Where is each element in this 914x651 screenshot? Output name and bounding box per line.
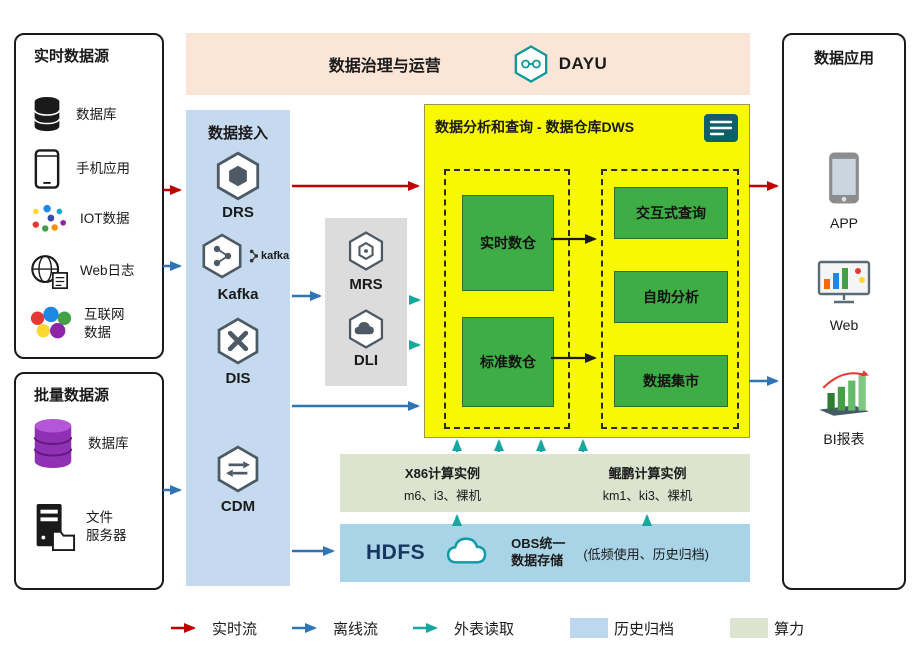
database-icon: [28, 94, 66, 136]
history-archive-swatch: [570, 618, 609, 638]
module-label: 实时数仓: [480, 235, 536, 251]
kunpeng-compute: 鲲鹏计算实例 km1、ki3、裸机: [545, 454, 750, 512]
dis-icon: [213, 316, 263, 371]
realtime-arrow-icon: [171, 623, 196, 633]
phone-icon: [28, 148, 66, 190]
source-label: 手机应用: [76, 161, 130, 177]
cdm-icon: [213, 444, 263, 499]
purple-database-icon: [28, 416, 78, 472]
source-label: 文件 服务器: [86, 510, 127, 543]
kafka-wordmark: kafka: [248, 248, 289, 264]
dayu-hexagon-icon: [514, 45, 548, 83]
obs-label: OBS统一 数据存储: [511, 536, 566, 568]
kafka-label: Kafka: [217, 286, 259, 303]
bi-label: BI报表: [823, 431, 865, 447]
kunpeng-detail: km1、ki3、裸机: [602, 488, 693, 503]
source-label: IOT数据: [80, 211, 130, 227]
module-standard-warehouse: 标准数仓: [462, 317, 554, 407]
module-label: 自助分析: [643, 289, 699, 305]
x86-title: X86计算实例: [404, 465, 481, 481]
legend-offline-label: 离线流: [333, 620, 379, 638]
realtime-sources-title: 实时数据源: [34, 48, 110, 65]
source-label: 数据库: [76, 107, 117, 123]
dayu-text: DAYU: [558, 54, 608, 73]
list-item: 手机应用: [28, 147, 158, 191]
legend-compute-label: 算力: [774, 620, 805, 638]
bi-chart-icon: [815, 367, 873, 424]
legend-archive-label: 历史归档: [614, 620, 675, 638]
governance-title: 数据治理与运营: [328, 58, 441, 75]
module-self-service-analysis: 自助分析: [614, 271, 728, 323]
module-realtime-warehouse: 实时数仓: [462, 195, 554, 291]
mrs-icon: [345, 230, 387, 277]
x86-detail: m6、i3、裸机: [403, 488, 482, 503]
ingestion-column: 数据接入 DRS kafka Kafka DIS CDM: [186, 110, 290, 586]
list-item: 数据库: [28, 414, 158, 474]
mrs-label: MRS: [349, 276, 383, 293]
app-label: APP: [829, 215, 858, 231]
legend: 实时流 离线流 外表读取 历史归档 算力: [170, 614, 804, 642]
cdm-label: CDM: [220, 498, 256, 515]
dli-icon: [345, 308, 387, 355]
governance-bar: 数据治理与运营 DAYU: [186, 33, 750, 95]
internet-data-icon: [28, 304, 74, 344]
applications-title: 数据应用: [813, 50, 874, 67]
legend-external-label: 外表读取: [454, 620, 515, 638]
module-interactive-query: 交互式查询: [614, 187, 728, 239]
storage-note: (低频使用、历史归档): [583, 546, 710, 562]
module-data-mart: 数据集市: [614, 355, 728, 407]
iot-icon: [28, 202, 70, 236]
warehouse-group: 实时数仓 标准数仓: [444, 169, 570, 429]
list-item: 文件 服务器: [28, 496, 158, 558]
dli-label: DLI: [353, 352, 379, 369]
source-label: 互联网 数据: [84, 307, 125, 340]
ingestion-title: 数据接入: [207, 125, 268, 142]
dws-panel: 数据分析和查询 - 数据仓库DWS 实时数仓 标准数仓 交互式查询 自助分析 数…: [424, 104, 750, 438]
kafka-logo-icon: [249, 249, 259, 263]
app-phone-icon: [827, 150, 861, 211]
kafka-logo-text: kafka: [261, 250, 290, 262]
module-label: 数据集市: [643, 373, 699, 389]
processing-panel: MRS DLI: [325, 218, 407, 386]
kafka-icon: [198, 232, 246, 285]
analysis-group: 交互式查询 自助分析 数据集市: [601, 169, 739, 429]
compute-power-swatch: [730, 618, 769, 638]
compute-bar: X86计算实例 m6、i3、裸机 鲲鹏计算实例 km1、ki3、裸机: [340, 454, 750, 512]
x86-compute: X86计算实例 m6、i3、裸机: [340, 454, 545, 512]
hdfs-label: HDFS: [366, 541, 426, 564]
dis-label: DIS: [225, 370, 251, 387]
file-server-icon: [28, 500, 76, 554]
legend-realtime-label: 实时流: [212, 620, 258, 638]
offline-arrow-icon: [292, 623, 318, 633]
list-item: 互联网 数据: [28, 299, 158, 349]
kunpeng-title: 鲲鹏计算实例: [608, 465, 687, 481]
module-label: 交互式查询: [636, 205, 706, 221]
web-log-icon: [28, 251, 70, 291]
batch-sources-title: 批量数据源: [34, 387, 110, 404]
realtime-sources-panel: 实时数据源 数据库 手机应用 IOT数据 Web日志: [14, 33, 164, 359]
dws-doc-icon: [703, 113, 739, 148]
dws-title: 数据分析和查询 - 数据仓库DWS: [435, 119, 635, 135]
storage-bar: HDFS OBS统一 数据存储 (低频使用、历史归档): [340, 524, 750, 582]
source-label: 数据库: [88, 436, 129, 452]
obs-cloud-icon: [443, 534, 493, 573]
module-label: 标准数仓: [480, 354, 536, 370]
list-item: Web日志: [28, 249, 158, 293]
list-item: 数据库: [28, 93, 158, 137]
list-item: IOT数据: [28, 199, 158, 239]
external-read-arrow-icon: [413, 623, 439, 633]
batch-sources-panel: 批量数据源 数据库 文件 服务器: [14, 372, 164, 590]
drs-icon: [212, 150, 264, 207]
dayu-logo: DAYU: [511, 44, 608, 84]
applications-panel: 数据应用 APP Web BI报表: [782, 33, 906, 590]
drs-label: DRS: [222, 204, 254, 221]
web-label: Web: [829, 317, 859, 333]
web-monitor-icon: [816, 259, 872, 310]
source-label: Web日志: [80, 263, 135, 279]
